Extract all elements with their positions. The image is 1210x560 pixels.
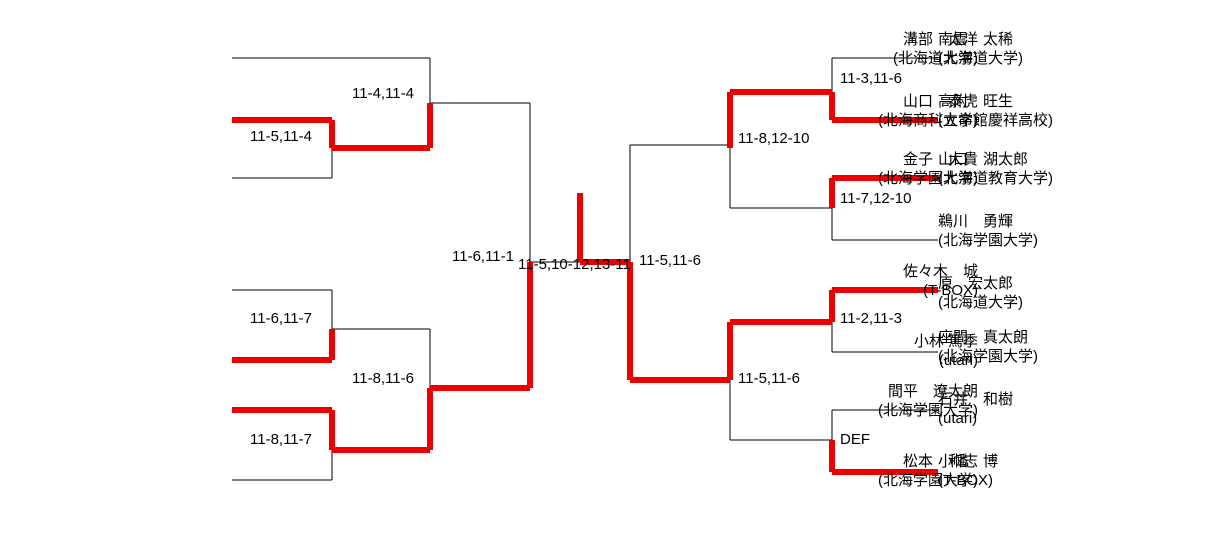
player-name: 石井 和樹 bbox=[938, 391, 1014, 408]
match-score-s-final: 11-5,10-12,13-11 bbox=[518, 256, 631, 273]
match-score-s-l-r2-lower: 11-8,11-6 bbox=[352, 370, 414, 387]
player-name: 山口 湖太郎 bbox=[938, 151, 1029, 168]
match-score-s-l-r1-low-dn: 11-8,11-7 bbox=[250, 431, 312, 448]
player-affiliation: (T-BOX) bbox=[938, 472, 993, 489]
match-score-s-r-r2-lower: 11-5,11-6 bbox=[738, 370, 800, 387]
match-score-s-r-r1-up-up: 11-3,11-6 bbox=[840, 70, 902, 87]
player-affiliation: (立命館慶祥高校) bbox=[938, 112, 1053, 129]
player-entry-l3: 金子 大貴 (北海学園大学) bbox=[0, 150, 978, 188]
player-affiliation: (北海道大学) bbox=[938, 294, 1023, 311]
match-score-s-r-r1-up-dn: 11-7,12-10 bbox=[840, 190, 912, 207]
player-name: 溝部 太洋 bbox=[902, 31, 978, 48]
player-name: 南雲 太稀 bbox=[938, 31, 1014, 48]
player-name: 原 宏太郎 bbox=[938, 275, 1014, 292]
player-affiliation: (北海商科大学) bbox=[878, 112, 978, 129]
match-score-s-r-r1-low-dn: DEF bbox=[840, 431, 870, 448]
player-name: 座間 真太朗 bbox=[938, 329, 1029, 346]
player-entry-l7: 松本 和志 (北海学園大学) bbox=[0, 452, 978, 490]
player-name: 山口 泰虎 bbox=[902, 93, 978, 110]
player-name: 佐々木 城 bbox=[902, 263, 978, 280]
player-affiliation: (utari) bbox=[938, 410, 978, 427]
player-affiliation: (北海道大学) bbox=[893, 50, 978, 67]
player-entry-r7: 石井 和樹 (utari) bbox=[938, 390, 1013, 428]
player-entry-r8: 小幡 博 (T-BOX) bbox=[938, 452, 998, 490]
match-score-s-r-r1-low-up: 11-2,11-3 bbox=[840, 310, 902, 327]
player-affiliation: (T-BOX) bbox=[923, 282, 978, 299]
player-entry-l6: 間平 遼太朗 (北海学園大学) bbox=[0, 382, 978, 420]
player-entry-r6: 座間 真太朗 (北海学園大学) bbox=[938, 328, 1038, 366]
player-entry-l4: 佐々木 城 (T-BOX) bbox=[0, 262, 978, 300]
match-score-s-r-r2-upper: 11-8,12-10 bbox=[738, 130, 810, 147]
match-score-s-l-r1-low-up: 11-6,11-7 bbox=[250, 310, 312, 327]
player-entry-l1: 溝部 太洋 (北海道大学) bbox=[0, 30, 978, 68]
player-name: 高附 旺生 bbox=[938, 93, 1014, 110]
player-affiliation: (北海学園大学) bbox=[938, 232, 1038, 249]
player-entry-l2: 山口 泰虎 (北海商科大学) bbox=[0, 92, 978, 130]
player-entry-l5: 小林 篤季 (utari) bbox=[0, 332, 978, 370]
player-entry-r5: 原 宏太郎 (北海道大学) bbox=[938, 274, 1023, 312]
player-affiliation: (北海学園大学) bbox=[878, 472, 978, 489]
player-name: 松本 和志 bbox=[902, 453, 978, 470]
player-name: 小林 篤季 bbox=[913, 333, 978, 350]
player-entry-r1: 南雲 太稀 (北海道大学) bbox=[938, 30, 1023, 68]
player-entry-r2: 高附 旺生 (立命館慶祥高校) bbox=[938, 92, 1053, 130]
player-name: 小幡 博 bbox=[938, 453, 999, 470]
match-score-s-l-r1-lower: 11-5,11-4 bbox=[250, 128, 312, 145]
player-entry-r3: 山口 湖太郎 (北海道教育大学) bbox=[938, 150, 1053, 188]
player-affiliation: (北海道大学) bbox=[938, 50, 1023, 67]
player-affiliation: (utari) bbox=[938, 352, 978, 369]
player-affiliation: (北海道教育大学) bbox=[938, 170, 1053, 187]
player-affiliation: (北海学園大学) bbox=[878, 402, 978, 419]
player-affiliation: (北海学園大学) bbox=[878, 170, 978, 187]
match-score-s-l-r3: 11-6,11-1 bbox=[452, 248, 514, 265]
player-name: 間平 遼太朗 bbox=[887, 383, 978, 400]
match-score-s-r-r3: 11-5,11-6 bbox=[639, 252, 701, 269]
player-affiliation: (北海学園大学) bbox=[938, 348, 1038, 365]
player-name: 金子 大貴 bbox=[902, 151, 978, 168]
match-score-s-l-r2-upper: 11-4,11-4 bbox=[352, 85, 414, 102]
player-name: 鵜川 勇輝 bbox=[938, 213, 1014, 230]
player-entry-r4: 鵜川 勇輝 (北海学園大学) bbox=[938, 212, 1038, 250]
